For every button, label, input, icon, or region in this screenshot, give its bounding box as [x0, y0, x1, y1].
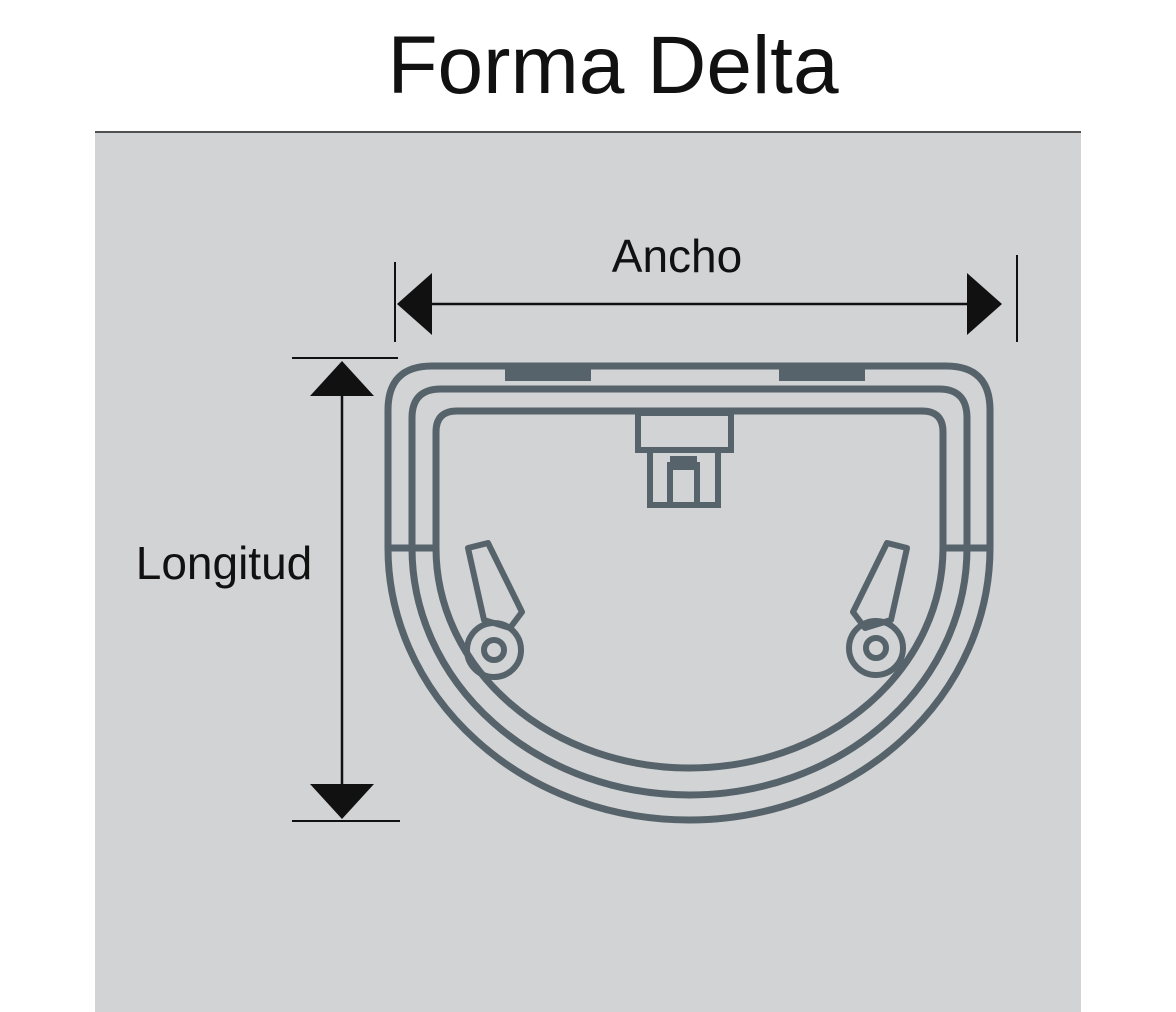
connector-bottom-block: [647, 447, 721, 508]
length-dimension: Longitud: [136, 357, 400, 822]
bracket-arm-right: [850, 540, 910, 631]
width-arrowhead-left: [397, 273, 432, 335]
connector-top-block: [635, 410, 734, 453]
rail-outer: [384, 362, 994, 824]
length-label: Longitud: [136, 537, 313, 589]
delta-rail: [384, 362, 994, 824]
bracket-arm-left: [465, 540, 525, 631]
rail-inner: [432, 407, 947, 772]
diagram-panel: [95, 131, 1081, 1012]
length-arrowhead-top: [310, 361, 374, 396]
pivot-outer-left: [464, 620, 524, 680]
pivot-bracket-left: [464, 540, 525, 680]
length-arrowhead-bottom: [310, 784, 374, 819]
pivot-inner-right: [863, 635, 889, 661]
width-label: Ancho: [612, 230, 742, 282]
page-title: Forma Delta: [387, 20, 839, 111]
mount-plate-left: [505, 366, 591, 381]
width-arrowhead-right: [967, 273, 1002, 335]
rail-middle: [408, 385, 971, 799]
pivot-bracket-right: [846, 540, 910, 678]
mount-plate-right: [779, 366, 865, 381]
center-connector: [635, 410, 734, 508]
connector-slot-top: [670, 456, 697, 470]
pivot-inner-left: [481, 637, 507, 663]
pivot-outer-right: [846, 618, 906, 678]
width-dimension: Ancho: [394, 230, 1018, 342]
